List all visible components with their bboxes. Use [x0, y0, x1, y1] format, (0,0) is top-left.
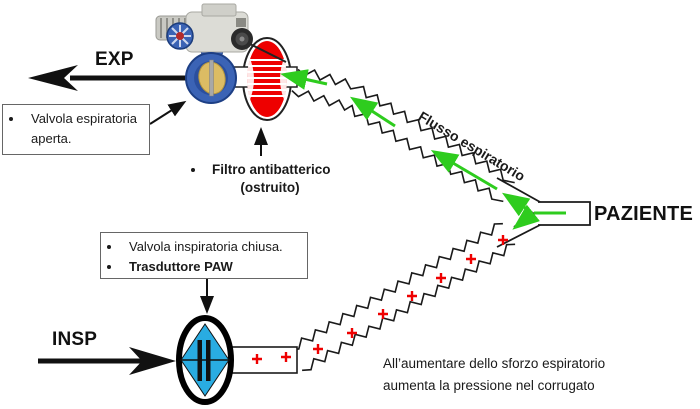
flow-arrow — [349, 96, 396, 128]
expiratory-valve-note: Valvola espiratoria aperta. — [2, 104, 150, 155]
pressure-plus-marks — [252, 235, 508, 364]
plus-mark — [378, 309, 388, 319]
inspiratory-tube — [289, 222, 516, 372]
flow-arrow — [512, 204, 540, 230]
tube-wall — [289, 222, 503, 351]
inspiratory-valve-symbol — [176, 315, 234, 405]
tube-wall — [302, 243, 516, 372]
butterfly-valve — [185, 52, 237, 104]
leader-arrows — [149, 100, 268, 314]
tube-wall — [297, 68, 515, 184]
insp-label: INSP — [52, 329, 98, 350]
pressure-caption: All’aumentare dello sforzo espiratorio a… — [383, 356, 606, 393]
plus-mark — [347, 328, 357, 338]
actuator-cap — [201, 3, 237, 17]
flow-arrow — [430, 149, 498, 191]
plus-mark — [252, 354, 262, 364]
inspiratory-valve-note: Valvola inspiratoria chiusa. Trasduttore… — [100, 232, 308, 279]
plus-mark — [498, 235, 508, 245]
closed-bar — [206, 340, 211, 381]
exp-label: EXP — [95, 49, 134, 70]
flow-arrow — [280, 69, 328, 90]
exp-arrow — [28, 65, 198, 91]
plus-mark — [436, 273, 446, 283]
filter-caption: Filtro antibatterico (ostruito) — [186, 161, 354, 197]
flow-arrows — [280, 69, 566, 230]
plus-mark — [281, 352, 291, 362]
patient-label: PAZIENTE — [594, 203, 694, 225]
actuator-display — [236, 18, 246, 27]
leader-arrow-expiratory-valve — [149, 100, 187, 125]
tube-wall — [291, 90, 504, 203]
exhalation-valve-actuator — [155, 3, 287, 104]
plus-mark — [407, 291, 417, 301]
valve-stem — [209, 59, 214, 97]
plus-mark — [313, 344, 323, 354]
handwheel-shaft — [245, 41, 287, 63]
plus-mark — [466, 254, 476, 264]
closed-bar — [197, 340, 202, 381]
insp-arrow — [38, 347, 176, 375]
tube-fill — [289, 223, 516, 371]
